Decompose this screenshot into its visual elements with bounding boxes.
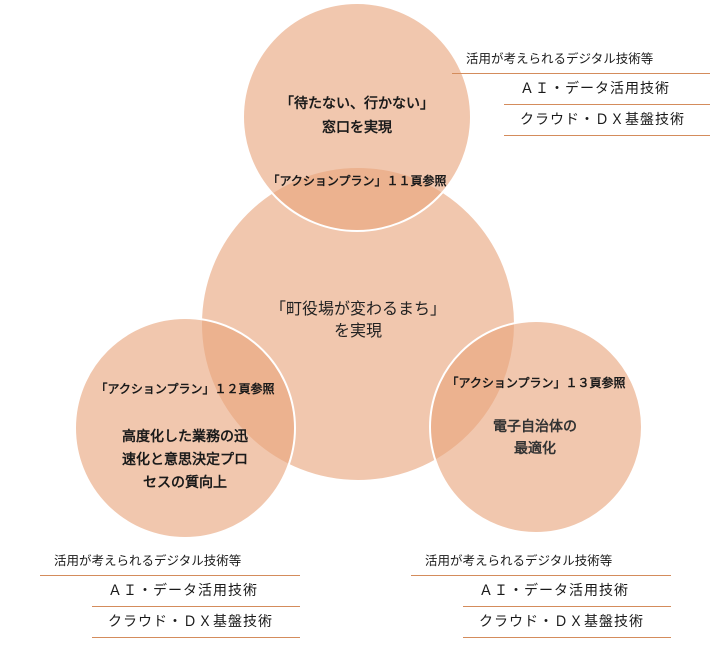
center-circle-title: 「町役場が変わるまち」 を実現 xyxy=(258,298,458,341)
tech-list-heading: 活用が考えられるデジタル技術等 xyxy=(40,550,300,576)
tech-list-item: クラウド・ＤＸ基盤技術 xyxy=(92,607,300,638)
tech-list-item: クラウド・ＤＸ基盤技術 xyxy=(463,607,671,638)
tech-list-item: ＡＩ・データ活用技術 xyxy=(504,74,710,105)
bottom-right-circle-goal: 電子自治体の 最適化 xyxy=(460,416,610,460)
center-title-line1: 「町役場が変わるまち」 xyxy=(269,299,446,318)
top-circle-reference: 「アクションプラン」１１頁参照 xyxy=(267,174,447,188)
tech-list-item: ＡＩ・データ活用技術 xyxy=(92,576,300,607)
bottom-left-goal-line3: セスの質向上 xyxy=(143,475,227,491)
bottom-left-goal-line1: 高度化した業務の迅 xyxy=(122,429,248,445)
tech-list-top-right: 活用が考えられるデジタル技術等 ＡＩ・データ活用技術 クラウド・ＤＸ基盤技術 xyxy=(452,48,710,136)
top-goal-line2: 窓口を実現 xyxy=(322,120,392,136)
bottom-left-goal-line2: 速化と意思決定プロ xyxy=(122,452,248,468)
bottom-left-circle-reference: 「アクションプラン」１２頁参照 xyxy=(95,382,275,396)
bottom-left-circle xyxy=(74,317,296,539)
top-goal-line1: 「待たない、行かない」 xyxy=(280,96,434,112)
tech-list-bottom-right: 活用が考えられるデジタル技術等 ＡＩ・データ活用技術 クラウド・ＤＸ基盤技術 xyxy=(411,550,671,638)
tech-list-heading: 活用が考えられるデジタル技術等 xyxy=(411,550,671,576)
top-circle-goal: 「待たない、行かない」 窓口を実現 xyxy=(257,92,457,140)
bottom-right-circle xyxy=(429,320,643,534)
top-circle xyxy=(242,2,472,232)
center-title-line2: を実現 xyxy=(333,320,382,340)
bottom-right-goal-line1: 電子自治体の xyxy=(493,419,577,435)
tech-list-item: ＡＩ・データ活用技術 xyxy=(463,576,671,607)
tech-list-heading: 活用が考えられるデジタル技術等 xyxy=(452,48,710,74)
bottom-right-circle-reference: 「アクションプラン」１３頁参照 xyxy=(446,376,626,390)
bottom-right-goal-line2: 最適化 xyxy=(514,441,556,457)
bottom-left-circle-goal: 高度化した業務の迅 速化と意思決定プロ セスの質向上 xyxy=(90,426,280,495)
tech-list-bottom-left: 活用が考えられるデジタル技術等 ＡＩ・データ活用技術 クラウド・ＤＸ基盤技術 xyxy=(40,550,300,638)
tech-list-item: クラウド・ＤＸ基盤技術 xyxy=(504,105,710,136)
